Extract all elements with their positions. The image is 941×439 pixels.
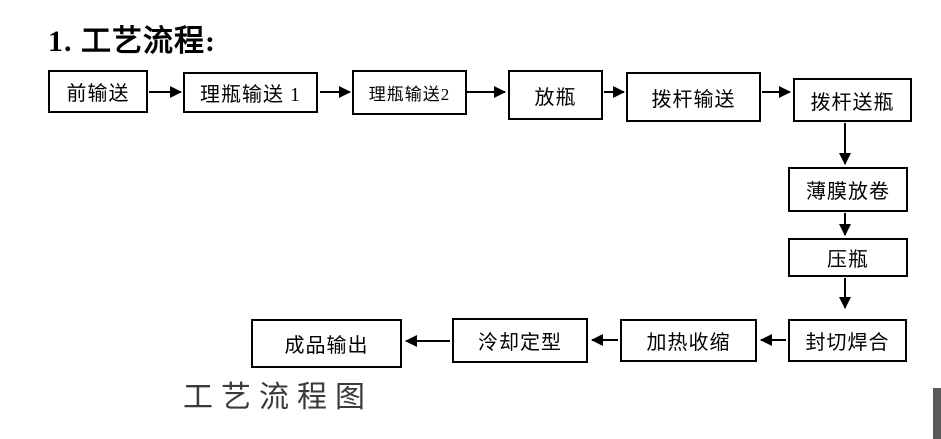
flow-node-qian-shusong: 前输送: [48, 70, 148, 113]
flow-node-bogan-song-ping: 拨杆送瓶: [793, 78, 912, 122]
flow-node-chengpin-shuchu: 成品输出: [251, 319, 402, 368]
flow-node-lengque-dingxing: 泠却定型: [452, 318, 588, 363]
figure-caption: 工艺流程图: [183, 381, 373, 414]
flow-node-bomo-fangjuan: 薄膜放卷: [788, 167, 908, 212]
flow-node-liping-shusong-2: 理瓶输送2: [352, 70, 467, 115]
flow-node-liping-shusong-1: 理瓶输送 1: [183, 72, 318, 113]
flow-node-fengqie-hanhe: 封切焊合: [788, 319, 907, 362]
flow-node-bogan-shusong: 拨杆输送: [626, 72, 761, 122]
right-edge-bar: [933, 388, 941, 439]
flow-node-fang-ping: 放瓶: [508, 70, 603, 120]
flow-node-ya-ping: 压瓶: [788, 238, 908, 277]
flow-node-jiare-shousuo: 加热收缩: [620, 319, 757, 362]
section-title: 1. 工艺流程:: [48, 25, 216, 58]
